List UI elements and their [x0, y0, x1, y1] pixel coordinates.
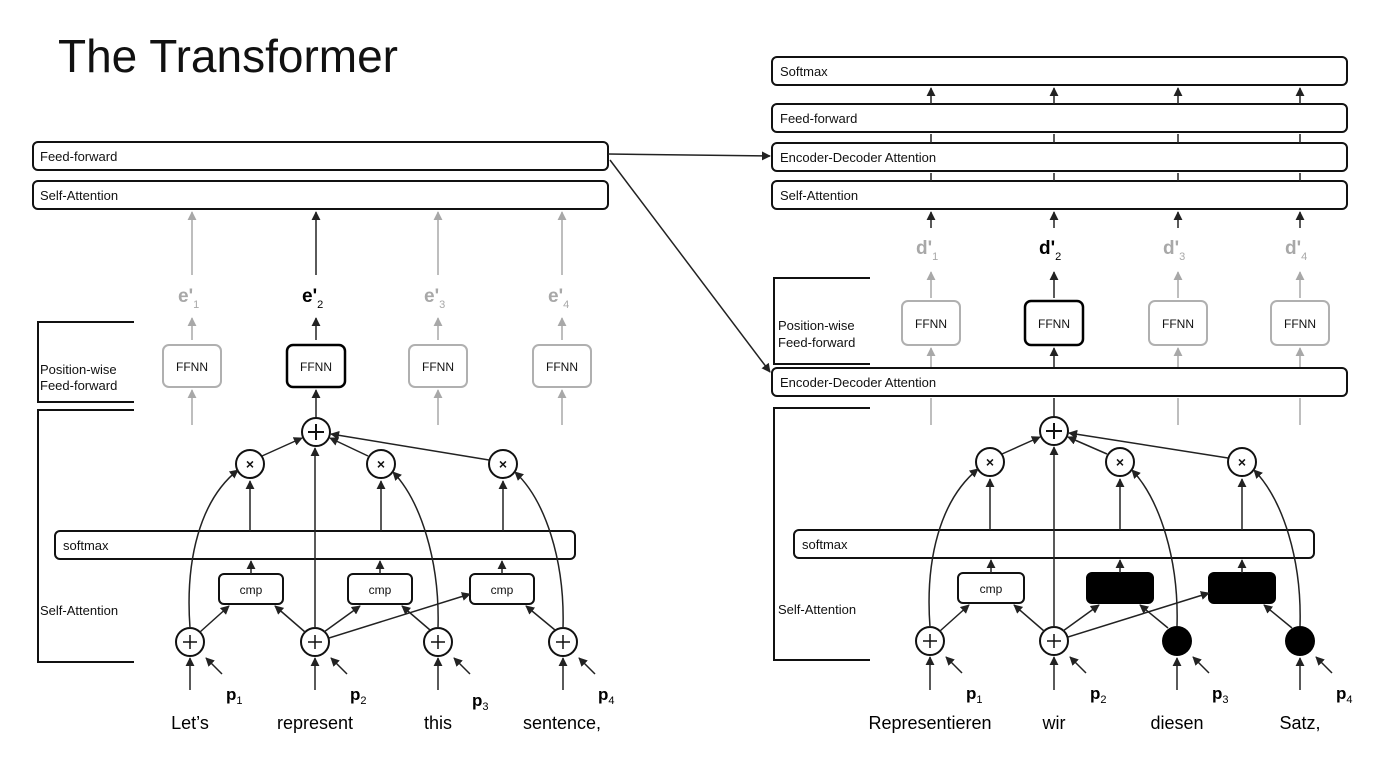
encoder-word-4: sentence,	[523, 713, 601, 733]
decoder-ffnn-1: FFNN	[901, 300, 961, 346]
svg-text:×: ×	[377, 456, 385, 472]
decoder-word-3: diesen	[1150, 713, 1203, 733]
encoder-sum-node	[301, 417, 331, 447]
svg-text:Softmax: Softmax	[780, 64, 828, 79]
decoder-ffnn-3: FFNN	[1148, 300, 1208, 346]
encoder-cmp-2: cmp	[347, 573, 413, 605]
svg-text:×: ×	[499, 456, 507, 472]
encoder-word-1: Let’s	[171, 713, 209, 733]
encoder-ffnn-2: FFNN	[285, 343, 347, 389]
encoder: Feed-forward Self-Attention e'1 e'2 e'3 …	[32, 141, 615, 733]
decoder-output-d1: d'1	[916, 238, 938, 263]
svg-text:FFNN: FFNN	[915, 317, 947, 331]
svg-text:Encoder-Decoder Attention: Encoder-Decoder Attention	[780, 150, 936, 165]
svg-text:×: ×	[1116, 454, 1124, 470]
decoder-word-4: Satz,	[1279, 713, 1320, 733]
encoder-feed-forward-label: Feed-forward	[40, 149, 117, 164]
page-title: The Transformer	[58, 30, 398, 82]
encoder-ffnn-4: FFNN	[532, 344, 592, 388]
svg-text:×: ×	[986, 454, 994, 470]
decoder-pos-2: p2	[1090, 684, 1107, 706]
decoder-word-1: Representieren	[868, 713, 991, 733]
encoder-to-decoder-arrow-top	[607, 151, 771, 161]
svg-text:FFNN: FFNN	[422, 360, 454, 374]
decoder-pos-1: p1	[966, 684, 983, 706]
decoder-input-node-masked-4	[1285, 626, 1315, 656]
encoder-output-e2: e'2	[302, 286, 323, 311]
encoder-pos-1: p1	[226, 685, 243, 707]
decoder-attn-side-label: Self-Attention	[778, 602, 856, 617]
decoder-output-d3: d'3	[1163, 238, 1185, 263]
decoder-pos-4: p4	[1336, 684, 1353, 706]
decoder-feed-forward-layer: Feed-forward	[771, 103, 1348, 133]
encoder-self-attention-label: Self-Attention	[40, 188, 118, 203]
encoder-to-decoder-arrow-mid	[609, 159, 771, 373]
encoder-input-node-4	[548, 627, 578, 657]
encoder-ffn-side-label-2: Feed-forward	[40, 378, 117, 393]
encoder-multiply-node-1: ×	[235, 449, 265, 479]
svg-text:Feed-forward: Feed-forward	[780, 111, 857, 126]
svg-text:×: ×	[246, 456, 254, 472]
decoder-self-attention-layer: Self-Attention	[771, 180, 1348, 210]
decoder-ffnn-4: FFNN	[1270, 300, 1330, 346]
encoder-pos-3: p3	[472, 691, 489, 713]
svg-text:FFNN: FFNN	[1162, 317, 1194, 331]
decoder-output-d2: d'2	[1039, 238, 1061, 263]
svg-text:FFNN: FFNN	[546, 360, 578, 374]
decoder-input-node-masked-3	[1162, 626, 1192, 656]
encoder-pos-4: p4	[598, 685, 615, 707]
decoder-input-node-1	[915, 626, 945, 656]
decoder-output-d4: d'4	[1285, 238, 1307, 263]
decoder-cmp-1: cmp	[957, 572, 1025, 604]
decoder-sum-node	[1039, 416, 1069, 446]
encoder-pos-2: p2	[350, 685, 367, 707]
encoder-input-node-3	[423, 627, 453, 657]
svg-text:cmp: cmp	[491, 583, 514, 597]
svg-text:softmax: softmax	[63, 538, 109, 553]
encoder-attn-side-label: Self-Attention	[40, 603, 118, 618]
svg-text:FFNN: FFNN	[176, 360, 208, 374]
encoder-word-2: represent	[277, 713, 353, 733]
decoder-word-2: wir	[1042, 713, 1066, 733]
decoder-pos-3: p3	[1212, 684, 1229, 706]
encoder-multiply-node-3: ×	[488, 449, 518, 479]
svg-text:FFNN: FFNN	[1038, 317, 1070, 331]
encoder-ffn-side-label-1: Position-wise	[40, 362, 117, 377]
encoder-multiply-node-2: ×	[366, 449, 396, 479]
decoder-ffn-side-label-2: Feed-forward	[778, 335, 855, 350]
decoder-cmp-masked-3	[1208, 572, 1276, 604]
encoder-input-node-1	[175, 627, 205, 657]
svg-text:×: ×	[1238, 454, 1246, 470]
encoder-ffnn-3: FFNN	[408, 344, 468, 388]
decoder-enc-dec-attention-middle: Encoder-Decoder Attention	[771, 367, 1348, 397]
encoder-output-e1: e'1	[178, 286, 199, 311]
decoder-multiply-node-3: ×	[1227, 447, 1257, 477]
decoder-ffnn-2: FFNN	[1023, 299, 1085, 347]
svg-text:softmax: softmax	[802, 537, 848, 552]
svg-text:Self-Attention: Self-Attention	[780, 188, 858, 203]
encoder-output-e3: e'3	[424, 286, 445, 311]
svg-text:cmp: cmp	[369, 583, 392, 597]
decoder: Softmax Feed-forward Encoder-Decoder Att…	[771, 56, 1353, 733]
encoder-cmp-3: cmp	[469, 573, 535, 605]
svg-text:cmp: cmp	[980, 582, 1003, 596]
decoder-cmp-masked-2	[1086, 572, 1154, 604]
decoder-softmax-output-layer: Softmax	[771, 56, 1348, 86]
encoder-feed-forward-layer: Feed-forward	[32, 141, 609, 171]
decoder-multiply-node-1: ×	[975, 447, 1005, 477]
encoder-self-attention-layer: Self-Attention	[32, 180, 609, 210]
svg-text:cmp: cmp	[240, 583, 263, 597]
decoder-ffn-side-label-1: Position-wise	[778, 318, 855, 333]
svg-text:FFNN: FFNN	[1284, 317, 1316, 331]
decoder-multiply-node-2: ×	[1105, 447, 1135, 477]
encoder-cmp-1: cmp	[218, 573, 284, 605]
encoder-ffnn-1: FFNN	[162, 344, 222, 388]
encoder-word-3: this	[424, 713, 452, 733]
svg-text:Encoder-Decoder Attention: Encoder-Decoder Attention	[780, 375, 936, 390]
svg-text:FFNN: FFNN	[300, 360, 332, 374]
decoder-enc-dec-attention-layer: Encoder-Decoder Attention	[771, 142, 1348, 172]
encoder-output-e4: e'4	[548, 286, 569, 311]
